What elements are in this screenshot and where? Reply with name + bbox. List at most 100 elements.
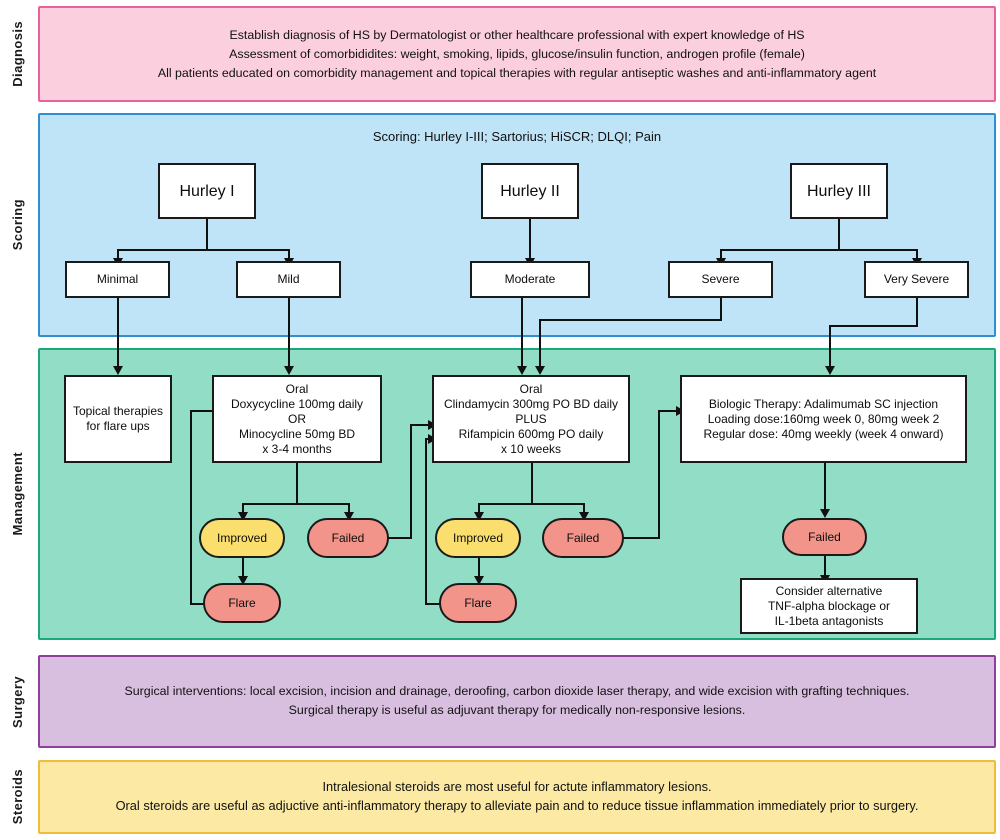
- connector-hurley2-to-moderate: [529, 218, 531, 261]
- connector-biologic-to-failed3: [824, 463, 826, 511]
- connector-clinda-bus: [478, 503, 584, 505]
- connector-minimal-to-topical: [117, 297, 119, 368]
- steroids-line-2: Oral steroids are useful as adjuctive an…: [115, 798, 919, 813]
- connector-clinda-to-improved: [478, 503, 480, 514]
- node-improved-2-label: Improved: [452, 530, 504, 545]
- arrow-mild-to-oral-tetracycline: [284, 366, 294, 375]
- arrow-improved1-to-flare1: [238, 576, 248, 585]
- arrow-moderate-to-clinda: [517, 366, 527, 375]
- connector-improved1-to-flare1: [242, 557, 244, 579]
- connector-hurley3-bus: [720, 249, 917, 251]
- diagnosis-panel: Establish diagnosis of HS by Dermatologi…: [38, 6, 996, 102]
- node-flare-1[interactable]: Flare: [203, 583, 281, 623]
- node-minimal-label: Minimal: [96, 272, 139, 286]
- connector-failed2-into-biologic: [658, 410, 680, 412]
- arrow-clinda-to-improved: [474, 512, 484, 521]
- node-flare-2-label: Flare: [464, 595, 492, 610]
- rail-label-management-text: Management: [9, 452, 25, 536]
- node-very-severe[interactable]: Very Severe: [864, 261, 969, 298]
- node-minimal[interactable]: Minimal: [65, 261, 170, 298]
- node-improved-2[interactable]: Improved: [435, 518, 521, 558]
- node-mild-label: Mild: [277, 272, 300, 286]
- rail-label-surgery-text: Surgery: [9, 675, 25, 728]
- connector-tetracycline-to-failed: [348, 503, 350, 514]
- node-moderate[interactable]: Moderate: [470, 261, 590, 298]
- node-failed-3-label: Failed: [808, 529, 841, 544]
- arrow-tetracycline-to-failed: [344, 512, 354, 521]
- node-mild[interactable]: Mild: [236, 261, 341, 298]
- connector-verysevere-down: [916, 297, 918, 327]
- node-improved-1[interactable]: Improved: [199, 518, 285, 558]
- node-topical-therapies[interactable]: Topical therapies for flare ups: [64, 375, 172, 463]
- rail-label-diagnosis: Diagnosis: [0, 6, 34, 102]
- steroids-panel: Intralesional steroids are most useful f…: [38, 760, 996, 834]
- connector-failed1-up: [410, 424, 412, 539]
- arrow-clinda-to-failed: [579, 512, 589, 521]
- diagnosis-line-2: Assessment of comorbididites: weight, sm…: [229, 47, 805, 61]
- rail-label-management: Management: [0, 348, 34, 640]
- node-failed-2-label: Failed: [566, 530, 600, 545]
- node-hurley-1-label: Hurley I: [179, 182, 235, 200]
- node-failed-1[interactable]: Failed: [307, 518, 389, 558]
- node-improved-1-label: Improved: [216, 530, 268, 545]
- connector-flare2-up: [425, 438, 427, 605]
- connector-flare1-into-tetracycline: [190, 410, 214, 412]
- node-hurley-3-label: Hurley III: [806, 182, 871, 200]
- arrow-biologic-to-failed3: [820, 509, 830, 518]
- connector-tetracycline-to-improved: [242, 503, 244, 514]
- rail-label-steroids-text: Steroids: [9, 769, 25, 825]
- connector-flare2-left: [425, 603, 450, 605]
- node-biologic-therapy[interactable]: Biologic Therapy: Adalimumab SC injectio…: [680, 375, 967, 463]
- scoring-panel: Scoring: Hurley I-III; Sartorius; HiSCR;…: [38, 113, 996, 337]
- connector-failed1-into-clinda: [410, 424, 432, 426]
- connector-hurley1-bus: [117, 249, 289, 251]
- connector-severe-down: [720, 297, 722, 321]
- rail-label-scoring-text: Scoring: [9, 199, 25, 251]
- node-oral-tetracycline-label: Oral Doxycycline 100mg daily OR Minocycl…: [230, 381, 364, 456]
- steroids-line-1: Intralesional steroids are most useful f…: [322, 779, 712, 794]
- connector-tetracycline-bus: [242, 503, 350, 505]
- diagnosis-line-3: All patients educated on comorbidity man…: [157, 66, 877, 80]
- rail-label-surgery: Surgery: [0, 655, 34, 748]
- rail-label-scoring: Scoring: [0, 113, 34, 337]
- connector-hurley1-stem: [206, 218, 208, 251]
- node-hurley-3[interactable]: Hurley III: [790, 163, 888, 219]
- node-flare-2[interactable]: Flare: [439, 583, 517, 623]
- node-hurley-2-label: Hurley II: [500, 182, 560, 200]
- node-moderate-label: Moderate: [504, 272, 556, 286]
- node-oral-clindamycin-rifampicin[interactable]: Oral Clindamycin 300mg PO BD daily PLUS …: [432, 375, 630, 463]
- node-hurley-2[interactable]: Hurley II: [481, 163, 579, 219]
- connector-failed3-to-alternative: [824, 556, 826, 578]
- diagnosis-line-1: Establish diagnosis of HS by Dermatologi…: [229, 28, 805, 42]
- arrow-minimal-to-topical: [113, 366, 123, 375]
- connector-verysevere-to-biologic: [829, 325, 831, 368]
- connector-failed2-up: [658, 410, 660, 539]
- surgery-panel: Surgical interventions: local excision, …: [38, 655, 996, 748]
- arrow-verysevere-to-biologic: [825, 366, 835, 375]
- node-severe[interactable]: Severe: [668, 261, 773, 298]
- connector-clinda-to-failed: [583, 503, 585, 514]
- node-flare-1-label: Flare: [228, 595, 256, 610]
- node-failed-2[interactable]: Failed: [542, 518, 624, 558]
- connector-verysevere-left: [829, 325, 918, 327]
- connector-failed2-right: [623, 537, 660, 539]
- connector-hurley3-to-verysevere: [916, 249, 918, 261]
- connector-tetracycline-stem: [296, 463, 298, 505]
- node-failed-3[interactable]: Failed: [782, 518, 867, 556]
- node-hurley-1[interactable]: Hurley I: [158, 163, 256, 219]
- connector-failed1-right: [388, 537, 412, 539]
- node-biologic-therapy-label: Biologic Therapy: Adalimumab SC injectio…: [703, 396, 944, 441]
- connector-clinda-stem: [531, 463, 533, 505]
- node-severe-label: Severe: [701, 272, 740, 286]
- node-oral-clindamycin-rifampicin-label: Oral Clindamycin 300mg PO BD daily PLUS …: [443, 381, 619, 456]
- rail-label-diagnosis-text: Diagnosis: [9, 21, 25, 87]
- connector-improved2-to-flare2: [478, 557, 480, 579]
- arrow-severe-to-clinda: [535, 366, 545, 375]
- connector-hurley3-stem: [838, 218, 840, 251]
- node-consider-alternative[interactable]: Consider alternative TNF-alpha blockage …: [740, 578, 918, 634]
- rail-label-steroids: Steroids: [0, 760, 34, 834]
- scoring-header: Scoring: Hurley I-III; Sartorius; HiSCR;…: [372, 129, 662, 144]
- node-oral-tetracycline[interactable]: Oral Doxycycline 100mg daily OR Minocycl…: [212, 375, 382, 463]
- connector-hurley1-to-minimal: [117, 249, 119, 261]
